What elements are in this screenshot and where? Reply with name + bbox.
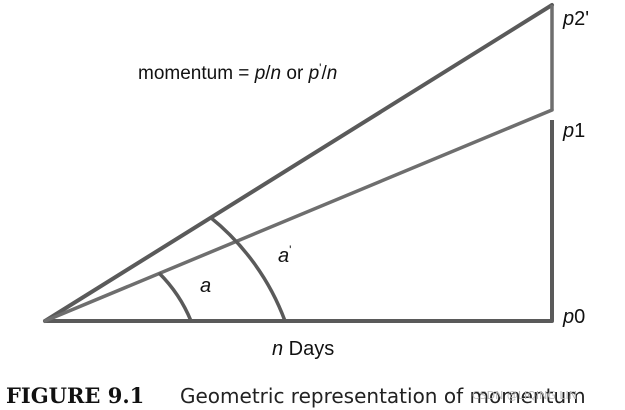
p1-label: p1: [562, 120, 585, 142]
n-days-label: n Days: [272, 338, 334, 360]
figure-caption: Geometric representation of momentum: [180, 384, 586, 408]
upper-hypotenuse-line: [43, 3, 554, 323]
angle-aprime-arc: [208, 215, 287, 322]
figure-number: FIGURE 9.1: [6, 383, 144, 408]
angle-a-arc: [157, 271, 193, 322]
watermark: CSDN @LIQING LIN: [472, 389, 577, 402]
p2prime-label: p2': [562, 8, 589, 30]
momentum-formula: momentum = p/n or p'/n: [138, 61, 337, 84]
p0-label: p0: [562, 306, 585, 328]
lower-hypotenuse-line: [43, 108, 554, 323]
angle-a-label: a: [200, 275, 211, 297]
angle-aprime-label: a': [278, 243, 291, 267]
